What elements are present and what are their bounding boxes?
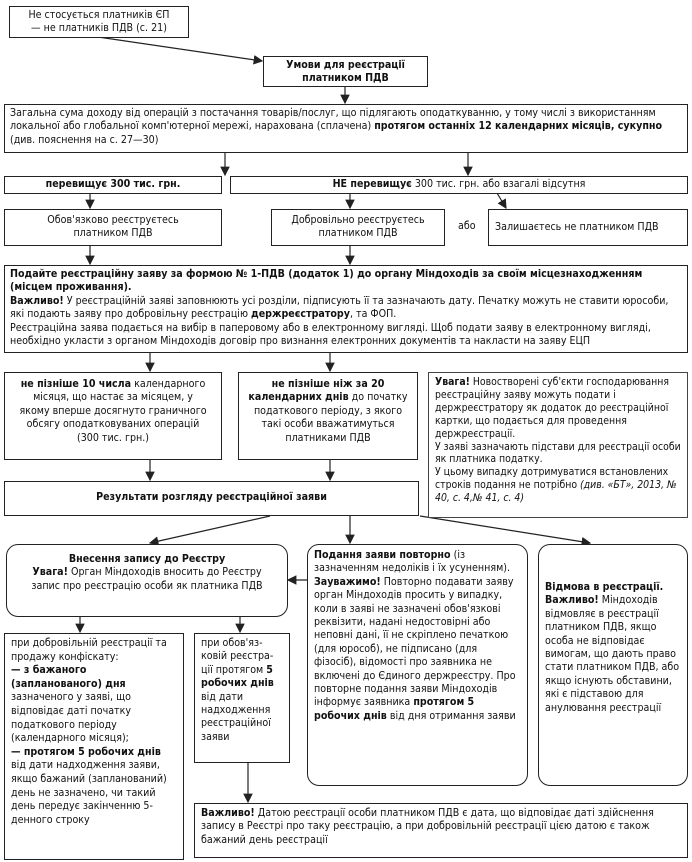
attention-deadline: У цьому випадку дотримуватися встановлен…: [435, 466, 669, 492]
voluntary-date-desc: зазначеного у заяві, що відповідає даті …: [11, 691, 132, 745]
deadline-voluntary-box: не пізніше ніж за 20 календарних днів до…: [238, 372, 418, 460]
resubmit-deadline: протягом 5 робочих днів: [314, 696, 475, 722]
not-ep-text: Не стосується платників ЄП — не платникі…: [28, 9, 170, 35]
attention-basis: У заяві зазначають підстави для реєстрац…: [435, 440, 681, 466]
resubmit-note-label: Зауважимо!: [314, 575, 381, 588]
submit-box: Подайте реєстраційну заяву за формою № 1…: [4, 265, 688, 353]
voluntary-date-intro: при добровільній реєстрації та продажу к…: [11, 637, 167, 663]
income-ref: (див. пояснення на с. 27—30): [10, 133, 159, 146]
submit-note-text: У реєстраційній заяві заповнюють усі роз…: [10, 294, 669, 321]
mandatory-date-text: при обов'яз-ковій реєстра-ції протягом: [201, 637, 274, 676]
mandatory-text: Обов'язково реєструєтесь платником ПДВ: [47, 214, 179, 240]
income-text: Загальна сума доходу від операцій з пост…: [10, 107, 656, 133]
remain-box: Залишаєтесь не платником ПДВ: [488, 209, 688, 246]
resubmit-title: Подання заяви повторно: [314, 549, 451, 561]
exceeds-box: перевищує 300 тис. грн.: [4, 176, 222, 194]
refusal-text: Міндоходів відмовляє в реєстрації платни…: [545, 594, 680, 714]
not-exceeds-box: НЕ перевищує 300 тис. грн. або взагалі в…: [230, 176, 688, 194]
refusal-title: Відмова в реєстрації.: [545, 581, 664, 593]
resubmit-end: від дня отримання заяви: [386, 709, 516, 722]
exceeds-text: перевищує 300 тис. грн.: [45, 178, 181, 190]
submit-electronic: Реєстраційна заява подається на вибір в …: [10, 321, 651, 348]
final-text: Датою реєстрації особи платником ПДВ є д…: [201, 807, 654, 846]
deadline2-text: до початку податкового періоду, з якого …: [253, 391, 408, 444]
voluntary-date-5days: — протягом 5 робочих днів: [11, 745, 161, 758]
attention-text: Новостворені суб'єкти господарювання реє…: [435, 376, 669, 440]
deadline1-text: календарного місяця, що настає за місяце…: [19, 378, 207, 444]
results-box: Результати розгляду реєстраційної заяви: [4, 481, 419, 516]
voluntary-date-desired: — з бажаного (запланованого) дня: [11, 664, 126, 690]
submit-registrar: держреєстратору: [251, 308, 350, 321]
registry-entry-text: Орган Міндоходів вносить до Реєстру запи…: [31, 566, 263, 592]
voluntary-box: Добровільно реєструєтесь платником ПДВ: [271, 209, 445, 246]
registry-entry-title: Внесення запису до Реєстру: [68, 553, 226, 565]
deadline2-bold: не пізніше ніж за 20 календарних днів: [248, 378, 385, 404]
important-label: Важливо!: [10, 294, 64, 307]
final-important: Важливо!: [201, 807, 255, 819]
voluntary-text: Добровільно реєструєтесь платником ПДВ: [291, 214, 425, 240]
not-ep-box: Не стосується платників ЄП — не платникі…: [9, 6, 189, 38]
remain-text: Залишаєтесь не платником ПДВ: [495, 221, 659, 233]
attention-label: Увага!: [435, 376, 470, 388]
final-note-box: Важливо! Датою реєстрації особи платнико…: [194, 803, 688, 858]
resubmit-box: Подання заяви повторно (із зазначенням н…: [307, 544, 528, 786]
attention-note-box: Увага! Новостворені суб'єкти господарюва…: [428, 372, 688, 518]
deadline1-bold: не пізніше 10 числа: [20, 378, 132, 390]
results-text: Результати розгляду реєстраційної заяви: [96, 491, 327, 503]
submit-note-end: , та ФОП.: [349, 308, 397, 321]
resubmit-intro: (із зазначенням недоліків і їх усуненням…: [314, 549, 511, 575]
refusal-important: Важливо!: [545, 594, 599, 607]
conditions-title: Умови для реєстрації платником ПДВ: [286, 59, 405, 85]
income-period: протягом останніх 12 календарних місяців…: [374, 120, 663, 133]
attention-ref: (див. «БТ», 2013, № 40, с. 4,№ 41, с. 4): [435, 479, 677, 505]
conditions-box: Умови для реєстрації платником ПДВ: [263, 56, 428, 87]
voluntary-date-box: при добровільній реєстрації та продажу к…: [4, 633, 184, 860]
mandatory-date-5days: 5 робочих днів: [201, 663, 274, 690]
resubmit-text: Повторно подавати заяву орган Міндоходів…: [314, 575, 516, 709]
not-exceeds-bold: НЕ перевищує: [332, 178, 412, 190]
or-label: або: [458, 220, 476, 232]
deadline-mandatory-box: не пізніше 10 числа календарного місяця,…: [4, 372, 222, 460]
mandatory-date-box: при обов'яз-ковій реєстра-ції протягом 5…: [194, 633, 290, 763]
not-exceeds-text: 300 тис. грн. або взагалі відсутня: [411, 178, 586, 190]
income-box: Загальна сума доходу від операцій з пост…: [4, 104, 688, 153]
mandatory-box: Обов'язково реєструєтесь платником ПДВ: [4, 209, 222, 246]
voluntary-date-desc2: від дати надходження заяви, якщо бажаний…: [11, 759, 167, 826]
registry-entry-box: Внесення запису до Реєстру Увага! Орган …: [6, 544, 288, 617]
refusal-box: Відмова в реєстрації. Важливо! Міндоході…: [538, 544, 688, 786]
submit-main: Подайте реєстраційну заяву за формою № 1…: [10, 268, 643, 294]
registry-attention: Увага!: [32, 566, 68, 579]
mandatory-date-end: від дати надходження реєстраційної заяви: [201, 690, 271, 743]
submit-note: Важливо! У реєстраційній заяві заповнюют…: [10, 295, 682, 322]
